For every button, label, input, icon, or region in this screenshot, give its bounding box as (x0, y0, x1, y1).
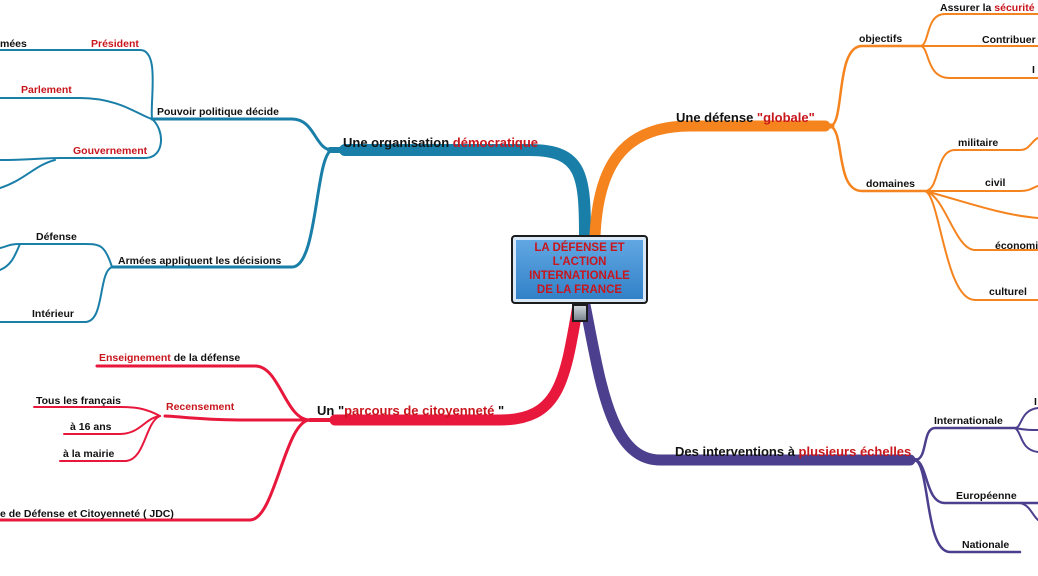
node-parlement: Parlement (21, 84, 72, 96)
node-europeenne: Européenne (956, 490, 1017, 502)
central-topic-handle (572, 304, 588, 322)
node-tous-les-francais: Tous les français (36, 395, 122, 407)
node-objectifs: objectifs (859, 33, 903, 45)
node-gouvernement: Gouvernement (73, 145, 148, 157)
node-armees-cut: mées (0, 38, 27, 50)
node-defense: Défense (36, 231, 77, 243)
branch-interventions-label: Des interventions à plusieurs échelles (675, 444, 911, 460)
node-enseignement: Enseignement de la défense (99, 352, 240, 365)
node-domaines: domaines (866, 178, 916, 190)
node-16-ans: à 16 ans (70, 421, 112, 433)
node-armees-decisions: Armées appliquent les décisions (118, 255, 282, 267)
branch-globale-label-a: Une défense (676, 110, 757, 125)
node-assurer-a: Assurer la (940, 2, 995, 14)
node-interieur: Intérieur (32, 308, 75, 320)
branch-parcours-label-a: Un " (317, 403, 345, 418)
branch-interventions-label-b: plusieurs échelles (798, 444, 912, 459)
branch-globale-label: Une défense "globale" (676, 110, 815, 126)
node-civil: civil (985, 177, 1006, 189)
central-topic-box: LA DÉFENSE ET L'ACTION INTERNATIONALE DE… (511, 235, 648, 304)
node-assurer-b: sécurité d (994, 2, 1038, 14)
node-economique: économi (995, 240, 1038, 252)
node-enseignement-a: Enseignement (99, 352, 171, 364)
node-recensement: Recensement (166, 401, 235, 413)
node-jdc: e de Défense et Citoyenneté ( JDC) (0, 508, 174, 520)
node-assurer: Assurer la sécurité d (940, 2, 1038, 15)
branch-globale-lines (589, 13, 1038, 301)
node-contribuer: Contribuer (982, 34, 1036, 46)
branch-organisation-label: Une organisation démocratique (343, 135, 538, 151)
branch-parcours-label: Un "parcours de citoyenneté " (317, 403, 504, 419)
branch-interventions-lines (579, 299, 1038, 554)
branch-organisation-lines (0, 48, 591, 323)
branch-organisation-label-a: Une organisation (343, 135, 453, 150)
branch-interventions-label-a: Des interventions à (675, 444, 799, 459)
node-nationale: Nationale (962, 539, 1010, 551)
node-internationale: Internationale (934, 415, 1003, 427)
node-mairie: à la mairie (63, 448, 115, 460)
branch-parcours-label-c: " (494, 403, 505, 418)
node-culturel: culturel (989, 286, 1027, 298)
node-president: Président (91, 38, 139, 50)
branch-globale-label-b: "globale" (756, 110, 815, 125)
central-topic-title: LA DÉFENSE ET L'ACTION INTERNATIONALE DE… (529, 242, 630, 296)
branch-organisation-label-b: démocratique (452, 135, 539, 150)
node-internationale-child-cut: I (1034, 396, 1037, 408)
branch-parcours-label-b: parcours de citoyenneté (344, 403, 495, 418)
branch-parcours-lines (0, 299, 584, 522)
node-militaire: militaire (958, 137, 999, 149)
node-pouvoir: Pouvoir politique décide (157, 106, 279, 118)
node-objectif-3-cut: I (1032, 64, 1035, 76)
node-enseignement-b: de la défense (170, 352, 241, 364)
